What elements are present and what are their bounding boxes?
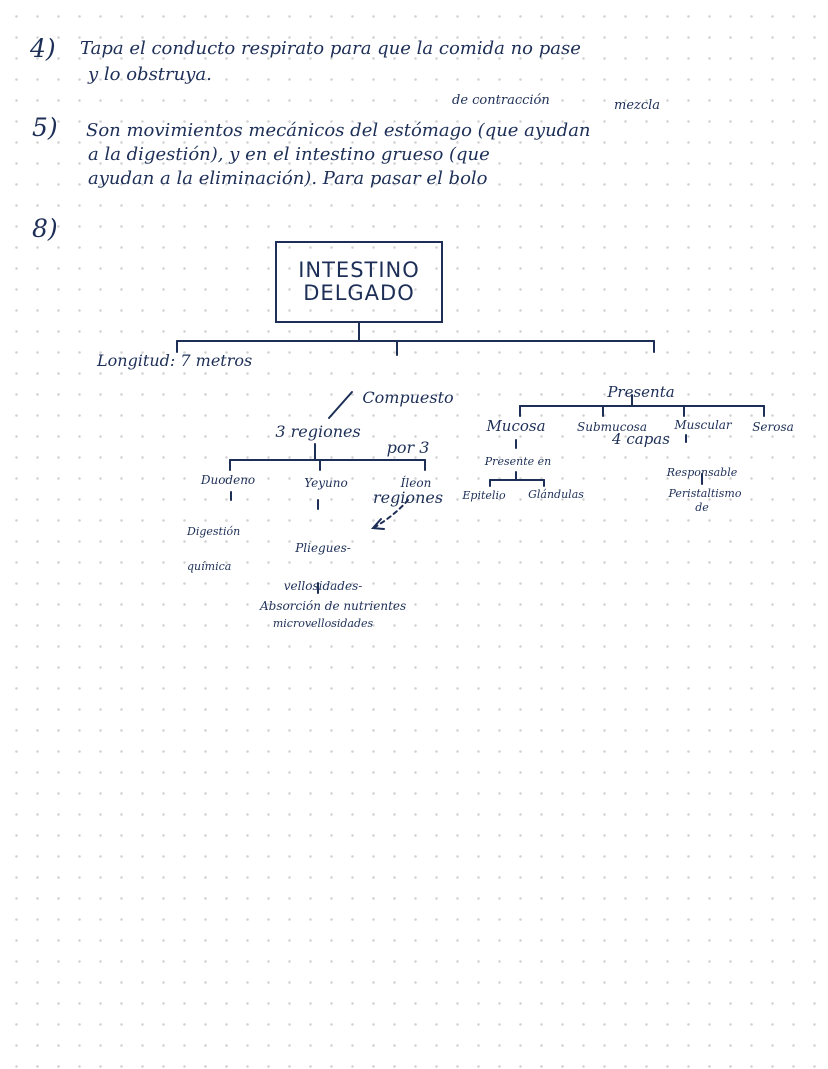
node-tres-regiones: 3 regiones bbox=[275, 422, 361, 441]
node-ileon: Íleon bbox=[400, 476, 432, 490]
concept-map-title-line-2: DELGADO bbox=[303, 281, 415, 305]
node-digestion-line-2: química bbox=[187, 559, 232, 573]
node-serosa: Serosa bbox=[752, 420, 794, 434]
node-glandulas: Glándulas bbox=[528, 488, 584, 501]
concept-map-title-line-1: INTESTINO bbox=[298, 257, 420, 282]
node-digestion-quimica: Digestión química bbox=[187, 503, 240, 584]
question-5-number: 5) bbox=[32, 113, 58, 142]
node-compuesto-line-2: por 3 bbox=[386, 437, 430, 457]
node-presente-en: Presente en bbox=[484, 455, 552, 468]
node-digestion-line-1: Digestión bbox=[187, 525, 241, 539]
node-mucosa: Mucosa bbox=[486, 417, 546, 435]
node-pliegues-line-2: vellosidades- bbox=[283, 578, 363, 593]
node-absorcion: Absorción de nutrientes bbox=[260, 599, 407, 613]
question-5-insert-mezcla: mezcla bbox=[614, 98, 661, 113]
node-epitelio: Epitelio bbox=[462, 489, 506, 502]
question-4-answer-line-2: y lo obstruya. bbox=[88, 64, 212, 85]
node-peristaltismo: Peristaltismo bbox=[668, 487, 742, 500]
node-muscular: Muscular bbox=[674, 418, 732, 432]
node-submucosa: Submucosa bbox=[577, 420, 647, 434]
node-compuesto: Compuesto por 3 regiones bbox=[362, 356, 453, 524]
node-presenta: Presenta 4 capas bbox=[607, 353, 674, 463]
node-yeyuno: Yeyuno bbox=[304, 476, 348, 490]
node-pliegues-line-3: microvellosidades bbox=[272, 616, 374, 630]
node-duodeno: Duodeno bbox=[200, 473, 256, 487]
question-8-number: 8) bbox=[32, 214, 58, 243]
question-5-answer-line-2: a la digestión), y en el intestino grues… bbox=[88, 144, 490, 165]
node-responsable-line-1: Responsable bbox=[666, 466, 738, 480]
node-pliegues-line-1: Pliegues- bbox=[295, 541, 351, 556]
node-presenta-line-2: 4 capas bbox=[612, 429, 670, 448]
question-5-answer-line-1: Son movimientos mecánicos del estómago (… bbox=[86, 120, 591, 141]
node-longitud: Longitud: 7 metros bbox=[97, 351, 253, 370]
node-responsable: Responsable de bbox=[667, 444, 737, 525]
question-5-insert-contraccion: de contracción bbox=[452, 93, 550, 108]
question-5-answer-line-3: ayudan a la eliminación). Para pasar el … bbox=[88, 168, 488, 189]
node-compuesto-line-3: regiones bbox=[372, 488, 444, 508]
node-presenta-line-1: Presenta bbox=[607, 382, 675, 401]
node-pliegues: Pliegues- vellosidades- microvellosidade… bbox=[273, 517, 373, 642]
node-compuesto-line-1: Compuesto bbox=[362, 387, 454, 407]
question-4-number: 4) bbox=[30, 34, 56, 63]
concept-map-title-box: INTESTINO DELGADO bbox=[275, 241, 443, 323]
question-4-answer-line-1: Tapa el conducto respirato para que la c… bbox=[80, 38, 581, 59]
node-responsable-line-2: de bbox=[695, 500, 709, 514]
